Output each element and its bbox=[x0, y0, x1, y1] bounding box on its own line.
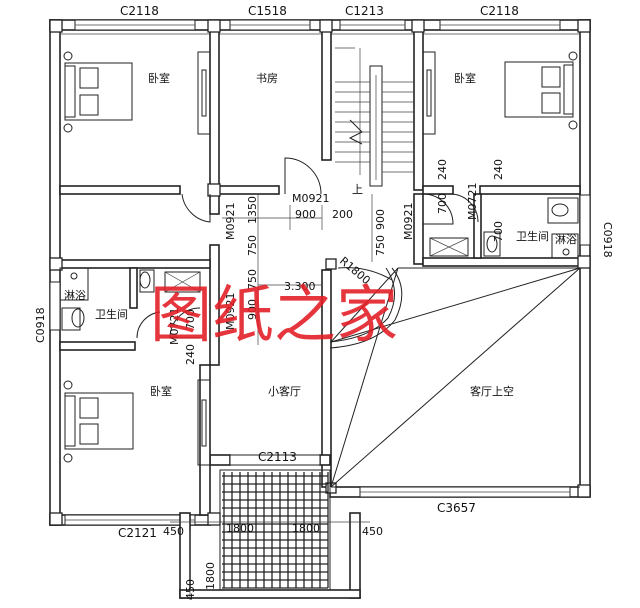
dim-750-c: 750 bbox=[374, 235, 387, 256]
label-bathroom-right: 卫生间 bbox=[516, 229, 549, 243]
label-window-left: C0918 bbox=[34, 307, 47, 343]
balcony-tiles bbox=[222, 472, 329, 589]
label-door-left-bedroom: M0921 bbox=[224, 203, 237, 241]
dim-700-c: 700 bbox=[184, 309, 197, 330]
dim-450-left: 450 bbox=[163, 525, 184, 538]
room-labels: 卧室 书房 卧室 卫生间 淋浴 淋浴 卫生间 卧室 小客厅 客厅上空 上 bbox=[64, 71, 577, 398]
label-door-right-bath: M0721 bbox=[466, 183, 479, 221]
dim-900-a: 900 bbox=[295, 208, 316, 221]
label-shower-right: 淋浴 bbox=[555, 233, 577, 246]
dim-700-b: 700 bbox=[492, 221, 505, 242]
bath-fixtures bbox=[59, 197, 579, 331]
dim-750-a: 750 bbox=[246, 235, 259, 256]
label-shower-left: 淋浴 bbox=[64, 289, 86, 302]
watermark-text: 图纸之家 bbox=[150, 278, 398, 351]
dimension-labels: 900 200 1350 750 750 900 750 900 700 240… bbox=[163, 159, 505, 600]
dim-900-c: 900 bbox=[374, 209, 387, 230]
label-window-right: C0918 bbox=[601, 222, 614, 258]
label-living-void: 客厅上空 bbox=[470, 384, 514, 398]
columns bbox=[49, 19, 591, 526]
bed-bottom-left bbox=[64, 392, 134, 450]
label-door-left-lower: M0921 bbox=[224, 293, 237, 331]
label-window-bottom-right: C3657 bbox=[437, 501, 476, 515]
staircase bbox=[335, 47, 414, 187]
void-lines bbox=[330, 267, 581, 488]
label-small-living: 小客厅 bbox=[268, 384, 301, 398]
dim-level: 3.300 bbox=[284, 280, 316, 293]
label-bedroom-bottom-left: 卧室 bbox=[150, 384, 172, 398]
dim-240-b: 240 bbox=[492, 159, 505, 180]
label-window-top-right: C2118 bbox=[480, 4, 519, 18]
label-door-right-bedroom: M0921 bbox=[402, 203, 415, 241]
dimension-lines bbox=[170, 194, 373, 600]
label-window-balcony: C2113 bbox=[258, 450, 297, 464]
label-stair-up: 上 bbox=[352, 183, 363, 196]
dim-700-a: 700 bbox=[436, 193, 449, 214]
dim-1800-bottom: 1800 bbox=[204, 562, 217, 590]
interior-walls bbox=[59, 29, 581, 516]
dim-1800-a: 1800 bbox=[226, 522, 254, 535]
label-door-left-bath: M0721 bbox=[168, 308, 181, 346]
label-window-bottom-left: C2121 bbox=[118, 526, 157, 540]
dim-240-c: 240 bbox=[184, 344, 197, 365]
bed-top-left bbox=[64, 62, 133, 121]
door-swings bbox=[136, 157, 479, 349]
bed-top-right bbox=[504, 61, 574, 118]
dim-1800-b: 1800 bbox=[292, 522, 320, 535]
dim-750-b: 750 bbox=[246, 269, 259, 290]
closets bbox=[197, 51, 436, 466]
label-bedroom-top-left: 卧室 bbox=[148, 71, 170, 85]
window-labels: C2118 C1518 C1213 C2118 C2121 C3657 C211… bbox=[34, 4, 614, 540]
label-study: 书房 bbox=[256, 72, 278, 85]
label-door-study: M0921 bbox=[292, 192, 330, 205]
dim-450-right: 450 bbox=[362, 525, 383, 538]
dim-240-a: 240 bbox=[436, 159, 449, 180]
dim-900-b: 900 bbox=[246, 299, 259, 320]
label-bedroom-top-right: 卧室 bbox=[454, 71, 476, 85]
dim-200: 200 bbox=[332, 208, 353, 221]
windows bbox=[49, 19, 591, 526]
label-window-top-left: C2118 bbox=[120, 4, 159, 18]
dim-450-bottom: 450 bbox=[184, 579, 197, 600]
label-window-stair: C1213 bbox=[345, 4, 384, 18]
label-window-study: C1518 bbox=[248, 4, 287, 18]
nightstands bbox=[63, 51, 578, 463]
dim-1350: 1350 bbox=[246, 196, 259, 224]
label-bathroom-left: 卫生间 bbox=[95, 307, 128, 321]
